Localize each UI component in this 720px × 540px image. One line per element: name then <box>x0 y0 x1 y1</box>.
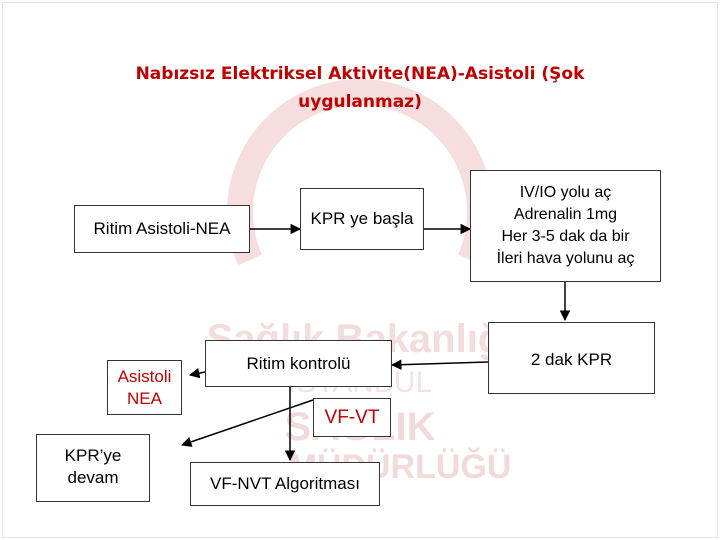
node-ritim-kontrol-label: Ritim kontrolü <box>246 353 351 373</box>
node-kpr-2dak: 2 dak KPR <box>488 322 655 394</box>
node-vf-vt: VF-VT <box>313 398 391 437</box>
arrow-vfvt-to-kprdevam <box>181 399 314 447</box>
arrow-2dak-to-ritim <box>390 359 489 370</box>
node-vf-nvt-label: VF-NVT Algoritması <box>210 474 360 493</box>
node-kpr-devam-label: KPR’ye devam <box>64 446 122 487</box>
node-ritim-asistoli: Ritim Asistoli-NEA <box>74 205 250 253</box>
node-kpr-basla: KPR ye başla <box>300 188 424 250</box>
title-line-2: uygulanmaz) <box>298 92 422 112</box>
arrow-ritim-to-asistoli <box>188 367 206 379</box>
node-asistoli-nea-label: Asistoli NEA <box>117 366 172 408</box>
node-kpr-2dak-label: 2 dak KPR <box>530 350 613 369</box>
node-kpr-devam: KPR’ye devam <box>36 434 150 502</box>
node-vf-nvt: VF-NVT Algoritması <box>190 462 380 506</box>
node-iv-io-label: IV/IO yolu aç Adrenalin 1mg Her 3-5 dak … <box>496 184 635 267</box>
node-vf-vt-label: VF-VT <box>324 406 380 428</box>
title-line-1: Nabızsız Elektriksel Aktivite(NEA)-Asist… <box>135 64 585 84</box>
page-title: Nabızsız Elektriksel Aktivite(NEA)-Asist… <box>60 60 660 116</box>
node-iv-io: IV/IO yolu aç Adrenalin 1mg Her 3-5 dak … <box>470 170 661 282</box>
node-ritim-asistoli-label: Ritim Asistoli-NEA <box>93 219 231 238</box>
node-ritim-kontrol: Ritim kontrolü <box>205 340 392 387</box>
node-kpr-basla-label: KPR ye başla <box>310 209 414 228</box>
node-asistoli-nea: Asistoli NEA <box>107 360 182 415</box>
